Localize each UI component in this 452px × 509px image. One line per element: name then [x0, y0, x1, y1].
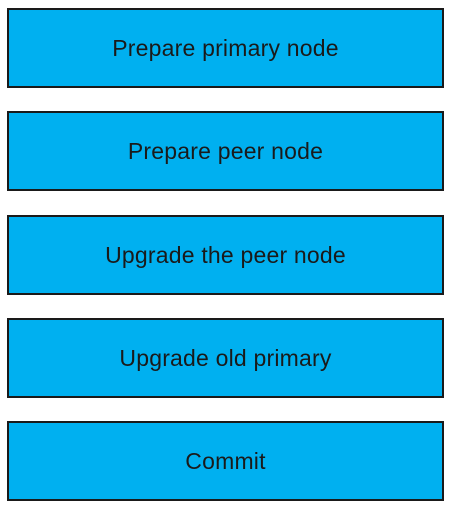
step-box-upgrade-peer-node: Upgrade the peer node: [7, 215, 444, 295]
step-label: Upgrade the peer node: [105, 241, 346, 268]
step-box-prepare-peer-node: Prepare peer node: [7, 111, 444, 191]
step-label: Prepare peer node: [127, 137, 324, 164]
step-label: Commit: [185, 447, 266, 474]
step-box-upgrade-old-primary: Upgrade old primary: [7, 318, 444, 398]
step-label: Upgrade old primary: [119, 344, 332, 371]
step-box-prepare-primary-node: Prepare primary node: [7, 8, 444, 88]
step-label: Prepare primary node: [112, 34, 339, 61]
step-box-commit: Commit: [7, 421, 444, 501]
